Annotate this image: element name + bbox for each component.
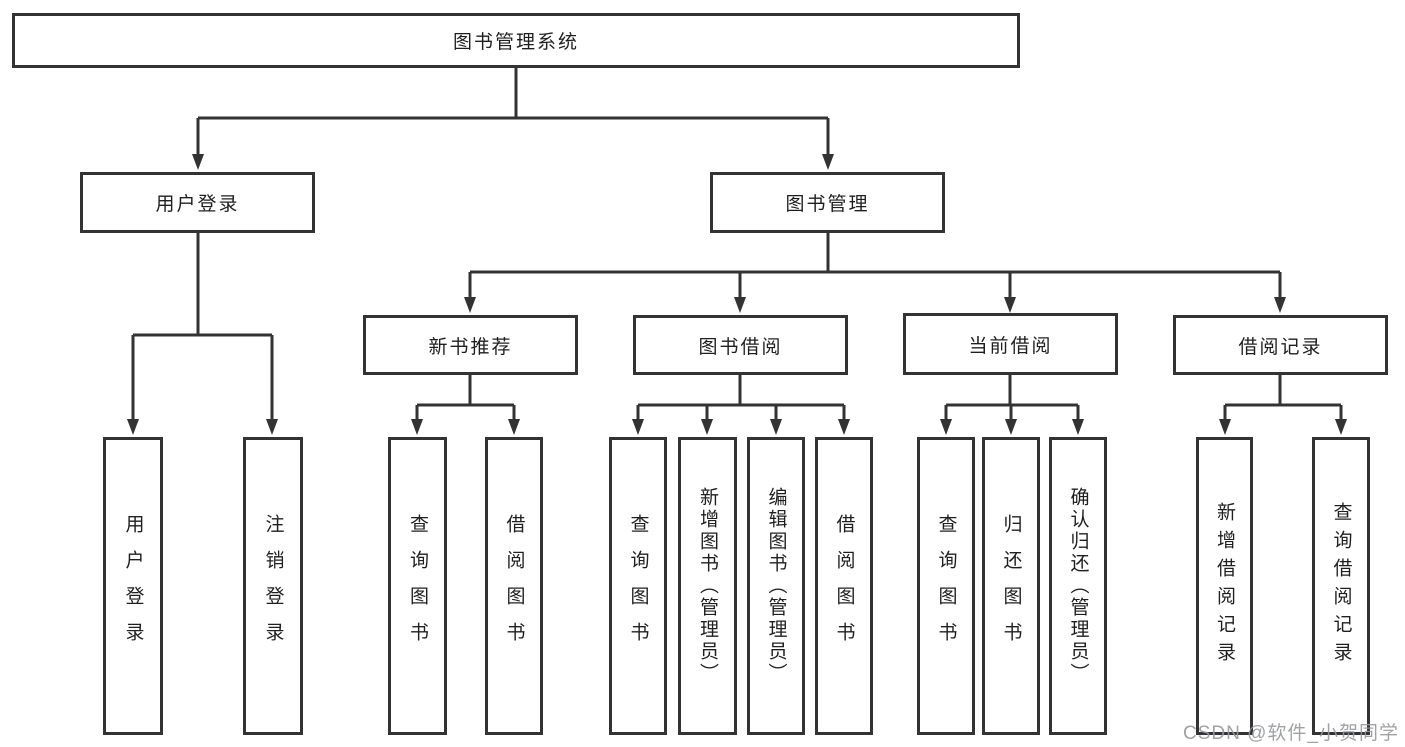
node-label: 借阅图书 — [503, 514, 525, 658]
edge-new-rec-to-leaves — [411, 375, 520, 435]
arrowhead — [1005, 419, 1017, 435]
arrowhead — [940, 419, 952, 435]
arrowhead — [127, 419, 139, 435]
node-label: 图书借阅 — [698, 336, 783, 358]
node-label: 借阅图书 — [833, 514, 855, 658]
arrowhead — [770, 419, 782, 435]
leaf-return-books: 归还图书 — [982, 437, 1040, 735]
node-label: 用户登录 — [155, 194, 240, 215]
node-label: 图书管理 — [785, 194, 870, 215]
node-borrowing-records: 借阅记录 — [1173, 315, 1388, 375]
node-label: 新增图书（管理员） — [697, 487, 718, 685]
node-current-borrowing: 当前借阅 — [903, 313, 1118, 375]
node-label: 新增借阅记录 — [1214, 502, 1235, 670]
arrowhead — [1072, 419, 1084, 435]
node-label: 查询图书 — [627, 514, 649, 658]
leaf-logout: 注销登录 — [243, 437, 303, 735]
node-label: 借阅记录 — [1238, 336, 1323, 358]
node-label: 确认归还（管理员） — [1067, 487, 1089, 685]
node-label: 归还图书 — [1000, 514, 1022, 658]
node-label: 用户登录 — [122, 514, 144, 658]
node-label: 查询图书 — [935, 514, 957, 658]
edge-cur-borrow-to-leaves — [940, 375, 1084, 435]
node-book-borrowing: 图书借阅 — [633, 315, 848, 375]
arrowhead — [822, 154, 834, 170]
edge-book-mgmt-to-level3 — [464, 233, 1286, 313]
arrowhead — [1274, 297, 1286, 313]
arrowhead — [266, 419, 278, 435]
edge-book-borrow-to-leaves — [632, 375, 850, 435]
arrowhead — [734, 297, 746, 313]
node-label: 图书管理系统 — [452, 32, 579, 53]
arrowhead — [192, 154, 204, 170]
leaf-borrow-books-new-rec: 借阅图书 — [485, 437, 543, 735]
leaf-edit-books-admin: 编辑图书（管理员） — [747, 437, 805, 735]
leaf-query-books-new-rec: 查询图书 — [388, 437, 447, 735]
leaf-user-login: 用户登录 — [103, 437, 163, 735]
edge-user-login-to-leaves — [127, 233, 278, 435]
node-label: 编辑图书（管理员） — [765, 487, 787, 685]
leaf-add-borrow-record: 新增借阅记录 — [1196, 437, 1253, 735]
node-label: 当前借阅 — [968, 335, 1053, 357]
leaf-add-books-admin: 新增图书（管理员） — [678, 437, 737, 735]
node-label: 查询图书 — [407, 514, 428, 658]
arrowhead — [1219, 419, 1231, 435]
node-label: 查询借阅记录 — [1330, 502, 1352, 670]
node-library-management-system: 图书管理系统 — [12, 13, 1020, 68]
node-label: 注销登录 — [262, 514, 284, 658]
arrowhead — [838, 419, 850, 435]
leaf-query-borrow-record: 查询借阅记录 — [1312, 437, 1370, 735]
arrowhead — [701, 419, 713, 435]
arrowhead — [1004, 297, 1016, 313]
leaf-query-books-current: 查询图书 — [917, 437, 975, 735]
leaf-confirm-return-admin: 确认归还（管理员） — [1049, 437, 1107, 735]
arrowhead — [632, 419, 644, 435]
leaf-borrow-books: 借阅图书 — [815, 437, 873, 735]
arrowhead — [411, 419, 423, 435]
node-new-book-recommendation: 新书推荐 — [363, 315, 578, 375]
edge-root-to-level2 — [192, 68, 834, 170]
arrowhead — [1335, 419, 1347, 435]
csdn-watermark: CSDN @软件_小贺同学 — [1183, 723, 1399, 744]
node-user-login: 用户登录 — [80, 172, 315, 233]
arrowhead — [464, 297, 476, 313]
node-book-management: 图书管理 — [710, 172, 945, 233]
leaf-query-books-borrow: 查询图书 — [609, 437, 667, 735]
arrowhead — [508, 419, 520, 435]
edge-borrow-rec-to-leaves — [1219, 375, 1347, 435]
node-label: 新书推荐 — [428, 336, 513, 358]
